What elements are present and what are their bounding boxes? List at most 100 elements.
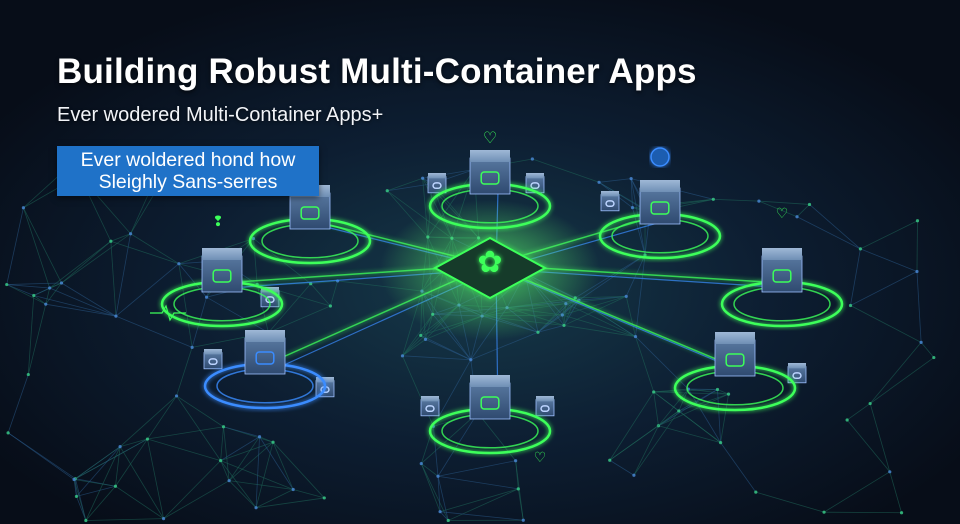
container-icon [208,358,218,366]
mesh-line [658,425,721,444]
mesh-line [310,283,331,307]
mesh-dot [113,484,118,488]
small-container-node [525,173,545,194]
mesh-dot [822,510,826,514]
mesh-line [74,479,116,487]
mesh-dot [309,282,313,286]
mesh-line [76,485,116,497]
mesh-line [23,207,51,289]
mesh-line [220,460,294,490]
mesh-dot [254,506,258,510]
mesh-line [633,425,659,476]
mesh-dot [118,445,122,449]
small-container-node [600,191,620,212]
mesh-dot [848,303,853,308]
mesh-line [678,389,718,412]
mesh-line [713,198,759,202]
mesh-line [387,177,423,192]
container-nodes: ✿♡♡♡❢ [150,128,844,466]
mesh-line [229,480,294,490]
mesh-line [850,248,861,306]
mesh-dot [652,390,656,394]
mesh-dot [446,518,450,523]
mesh-line [846,403,871,421]
cube-side [244,337,286,375]
mesh-line [119,446,164,519]
mesh-line [223,426,260,438]
mesh-line [163,460,221,519]
mesh-line [635,254,646,337]
mesh-line [809,204,861,250]
cube-top [601,191,619,197]
mesh-line [599,178,632,183]
mesh-line [609,391,655,461]
mesh-dot [597,180,601,184]
mesh-line [717,389,729,395]
mesh-line [532,158,600,183]
mesh-dot [421,176,425,180]
mesh-dot [562,323,566,328]
mesh-dot [624,294,628,298]
page-title: Building Robust Multi-Container Apps [57,52,697,91]
cube-top [316,377,334,383]
container-icon [725,353,745,367]
mesh-line [45,287,51,305]
mesh-dot [400,354,405,358]
mesh-dot [630,206,635,210]
mesh-line [256,284,269,333]
mesh-line [23,207,62,284]
mesh-line [439,511,449,521]
callout-line-1: Ever woldered hond how [80,149,296,171]
mesh-line [448,488,519,521]
mesh-line [658,393,729,427]
mesh-line [440,511,524,521]
mesh-dot [932,355,936,360]
mesh-dot [291,487,295,492]
mesh-dot [177,262,181,266]
mesh-line [27,304,47,375]
mesh-dot [757,199,761,203]
cube-side [203,352,223,370]
cube-top [526,173,544,179]
mesh-line [563,325,636,337]
mesh-line [268,305,331,333]
mesh-dot [807,202,812,207]
mesh-line [658,388,689,426]
pulse-icon [150,304,186,322]
subtitle: Ever wodered Multi-Container Apps+ [57,104,384,126]
mesh-dot [419,333,423,338]
mesh-line [421,412,478,464]
container-node [203,330,327,410]
mesh-line [147,438,221,462]
cube-side [639,187,681,225]
mesh-line [228,436,260,481]
mesh-line [119,395,177,447]
mesh-line [7,432,75,480]
mesh-line [61,282,117,317]
mesh-dot [514,459,518,463]
mesh-line [6,284,50,289]
cube-side [761,255,803,293]
mesh-line [115,438,148,487]
container-node [428,150,552,230]
mesh-line [633,410,680,476]
cube-top [762,248,802,260]
mesh-line [33,295,117,317]
mesh-line [115,446,121,487]
container-icon [212,269,232,283]
mesh-line [115,263,180,317]
mesh-line [220,426,224,461]
mesh-line [625,254,646,297]
mesh-dot [271,440,275,444]
mesh-line [720,394,729,443]
mesh-line [110,233,131,242]
mesh-line [6,282,62,285]
mesh-line [228,441,274,481]
mesh-line [437,460,516,477]
mesh-line [653,389,718,393]
container-icon [432,182,442,190]
mesh-line [272,442,294,490]
mesh-line [33,295,46,305]
container-icon [425,405,435,413]
container-node [598,180,722,260]
